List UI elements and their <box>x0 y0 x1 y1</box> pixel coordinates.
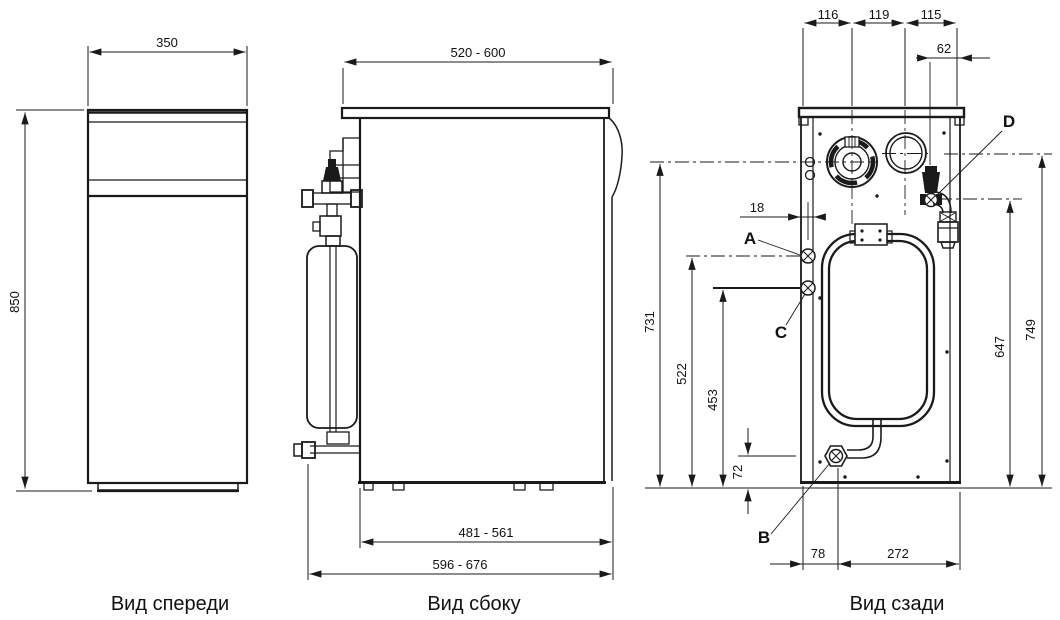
side-valve-cap <box>328 159 336 167</box>
dim-front-width: 350 <box>156 35 178 50</box>
dim-rear-bottom-78: 78 <box>811 546 825 561</box>
side-dimension-lines <box>307 58 614 580</box>
dim-rear-bottom-272: 272 <box>887 546 909 561</box>
rear-leader-lines <box>757 130 1003 535</box>
side-body-outline <box>340 106 623 491</box>
connection-b-fitting <box>824 445 848 467</box>
front-view-caption: Вид спереди <box>111 593 229 615</box>
connection-label-a: A <box>744 229 756 248</box>
rear-air-intake <box>885 132 927 174</box>
connection-c-fitting <box>800 280 816 296</box>
side-view-caption: Вид сбоку <box>427 593 520 615</box>
side-front-panel-curve <box>608 117 623 198</box>
coil-outlet-pipe <box>847 419 874 451</box>
side-feet <box>363 484 554 491</box>
rear-centerlines <box>650 110 1052 240</box>
dim-rear-height-522: 522 <box>674 363 689 385</box>
dim-rear-spacing-1: 116 <box>818 7 839 22</box>
connection-d-valve <box>920 166 959 249</box>
connection-label-d: D <box>1003 112 1015 131</box>
rear-flange-hole-lower <box>804 169 816 181</box>
front-view: 350 850 Вид спереди <box>7 35 249 615</box>
rear-view-caption: Вид сзади <box>850 593 945 615</box>
rear-view: 116 119 115 62 18 731 522 453 72 647 749… <box>642 7 1052 615</box>
dim-side-top-depth: 520 - 600 <box>451 45 506 60</box>
front-body-outline <box>86 108 249 493</box>
rear-heat-exchanger-coil <box>820 223 936 459</box>
side-valve-body <box>323 167 341 181</box>
rear-rivet-dots <box>818 131 949 479</box>
dim-front-height: 850 <box>7 291 22 313</box>
dim-rear-height-647: 647 <box>992 336 1007 358</box>
dim-rear-height-72: 72 <box>730 465 745 479</box>
dim-rear-height-731: 731 <box>642 311 657 333</box>
rear-dimension-lines <box>656 19 1046 570</box>
dim-rear-height-749: 749 <box>1023 319 1038 341</box>
side-tank <box>306 245 358 429</box>
side-piping-assembly <box>293 137 363 459</box>
dim-rear-spacing-2: 119 <box>869 7 890 22</box>
dim-side-body-depth: 481 - 561 <box>459 525 514 540</box>
connection-label-c: C <box>775 323 787 342</box>
side-view: 520 - 600 481 - 561 596 - 676 Вид сбоку <box>293 45 623 615</box>
dim-rear-flue-to-edge: 62 <box>937 41 951 56</box>
connection-a-fitting <box>800 248 816 264</box>
rear-body-outline <box>645 106 1052 489</box>
dim-rear-panel-gap: 18 <box>750 200 764 215</box>
rear-flange-hole-upper <box>804 156 816 168</box>
dim-rear-height-453: 453 <box>705 389 720 411</box>
front-dimension-lines <box>16 46 248 492</box>
connection-label-b: B <box>758 528 770 547</box>
dim-side-total-depth: 596 - 676 <box>433 557 488 572</box>
dim-rear-spacing-3: 115 <box>921 7 942 22</box>
